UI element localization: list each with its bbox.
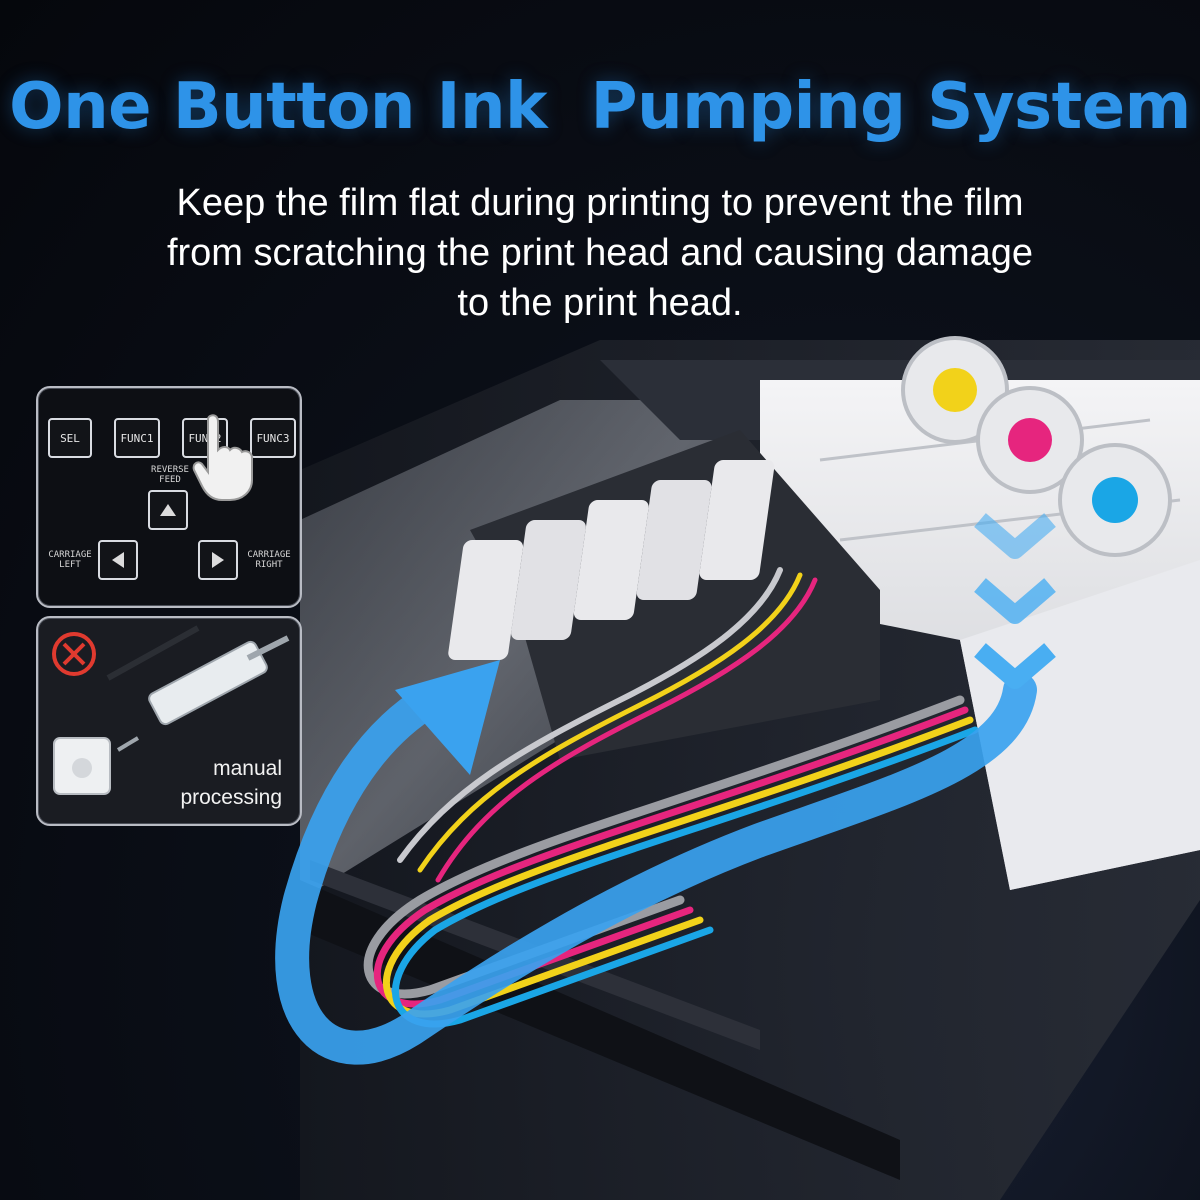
manual-processing-inset: manual processing	[36, 616, 302, 826]
carriage-left-button[interactable]	[98, 540, 138, 580]
control-panel-inset: SEL FUNC1 FUNC2 FUNC3 REVERSE FEED CARRI…	[36, 386, 302, 608]
flow-arrow-icon	[275, 660, 1037, 1065]
manual-processing-label: manual processing	[180, 757, 282, 809]
manual-tools	[52, 625, 290, 795]
func3-button[interactable]: FUNC3	[250, 418, 296, 458]
yellow-cap	[901, 336, 1009, 444]
down-chevron-icon	[974, 513, 1056, 689]
reverse-feed-label: REVERSE FEED	[151, 465, 189, 485]
hand-pointer-icon	[192, 414, 253, 501]
feature-description: Keep the film flat during printing to pr…	[166, 182, 1034, 324]
right-triangle-icon	[212, 552, 224, 568]
magenta-cap	[976, 386, 1084, 494]
page-title: One Button Ink Pumping System	[9, 70, 1191, 144]
func1-button[interactable]: FUNC1	[114, 418, 160, 458]
cyan-cap	[1058, 443, 1172, 557]
syringe-icon	[116, 635, 290, 752]
up-triangle-icon	[160, 504, 176, 516]
ink-caps	[901, 336, 1172, 557]
carriage-right-button[interactable]	[198, 540, 238, 580]
prohibited-icon	[52, 632, 96, 676]
ink-damper-icon	[53, 737, 111, 795]
sel-button[interactable]: SEL	[48, 418, 92, 458]
left-triangle-icon	[112, 552, 124, 568]
carriage-right-label: CARRIAGE RIGHT	[247, 550, 291, 570]
reverse-feed-button[interactable]	[148, 490, 188, 530]
ink-dampers	[448, 430, 880, 760]
carriage-left-label: CARRIAGE LEFT	[48, 550, 92, 570]
